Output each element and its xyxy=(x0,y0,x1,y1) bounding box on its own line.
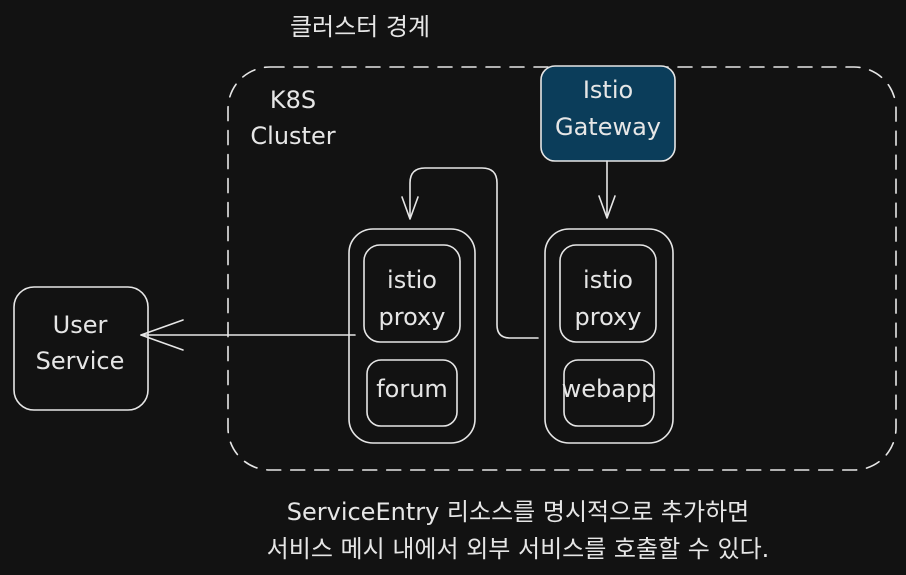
cluster-label-line-1: K8S xyxy=(270,86,316,114)
webapp-pod-box xyxy=(544,228,674,444)
istio-gateway-label-line-2: Gateway xyxy=(555,113,661,141)
user-service-node[interactable]: User Service xyxy=(13,286,149,411)
webapp-istio-proxy-box xyxy=(559,244,657,343)
forum-istio-proxy-label-line-2: proxy xyxy=(379,303,446,331)
forum-istio-proxy-box xyxy=(363,244,461,343)
user-service-label-line-2: Service xyxy=(36,347,125,375)
istio-gateway-node[interactable]: Istio Gateway xyxy=(540,65,676,162)
webapp-to-forum-arrowhead xyxy=(401,196,419,220)
forum-pod[interactable]: istio proxy forum xyxy=(348,228,476,444)
forum-pod-box xyxy=(348,228,476,444)
forum-app-label: forum xyxy=(376,375,448,403)
webapp-istio-proxy-label-line-2: proxy xyxy=(575,303,642,331)
boundary-title: 클러스터 경계 xyxy=(290,13,430,41)
forum-istio-proxy-label-line-1: istio xyxy=(387,266,437,294)
caption-line-2: 서비스 메시 내에서 외부 서비스를 호출할 수 있다. xyxy=(267,535,770,563)
istio-gateway-box xyxy=(540,65,676,162)
cluster-label-line-2: Cluster xyxy=(250,122,335,150)
forum-app-box xyxy=(366,359,458,427)
user-service-label-line-1: User xyxy=(53,311,108,339)
webapp-pod[interactable]: istio proxy webapp xyxy=(544,228,674,444)
webapp-app-label: webapp xyxy=(562,375,657,403)
forum-to-user-service-arrowhead xyxy=(140,319,184,351)
webapp-istio-proxy-label-line-1: istio xyxy=(583,266,633,294)
user-service-box xyxy=(13,286,149,411)
webapp-app-box xyxy=(563,359,655,427)
caption-line-1: ServiceEntry 리소스를 명시적으로 추가하면 xyxy=(287,498,749,526)
istio-gateway-label-line-1: Istio xyxy=(583,76,633,104)
webapp-to-forum-arrow-line xyxy=(409,167,539,339)
gateway-to-webapp-arrowhead xyxy=(598,195,616,219)
